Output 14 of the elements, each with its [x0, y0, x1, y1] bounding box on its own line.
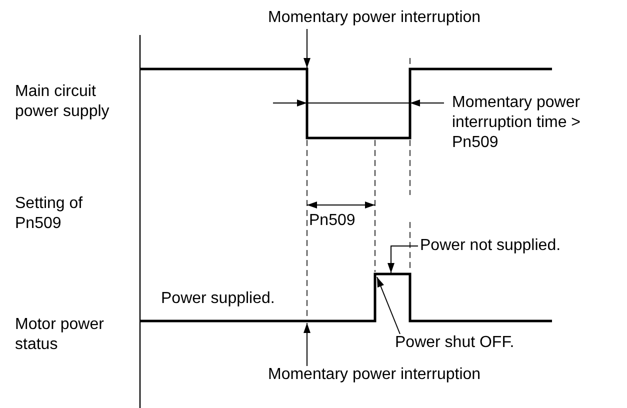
callout-text: Power not supplied. — [420, 236, 561, 256]
callout-text: Power shut OFF. — [395, 333, 514, 353]
state-label: Power supplied. — [161, 289, 276, 309]
dimension-label: Pn509 — [309, 211, 356, 231]
signal-name: Main circuit power supply — [15, 82, 110, 122]
callout-text: Momentary power interruption — [268, 365, 481, 385]
leader-line — [304, 322, 310, 366]
signal-name: Motor power status — [15, 315, 105, 355]
leader-line — [388, 246, 418, 274]
signal-name: Setting of Pn509 — [15, 194, 84, 234]
leader-line — [376, 276, 400, 334]
leader-line — [304, 28, 310, 68]
annotation-text: Momentary power interruption time > Pn509 — [452, 93, 582, 153]
callout-text: Momentary power interruption — [268, 8, 481, 28]
